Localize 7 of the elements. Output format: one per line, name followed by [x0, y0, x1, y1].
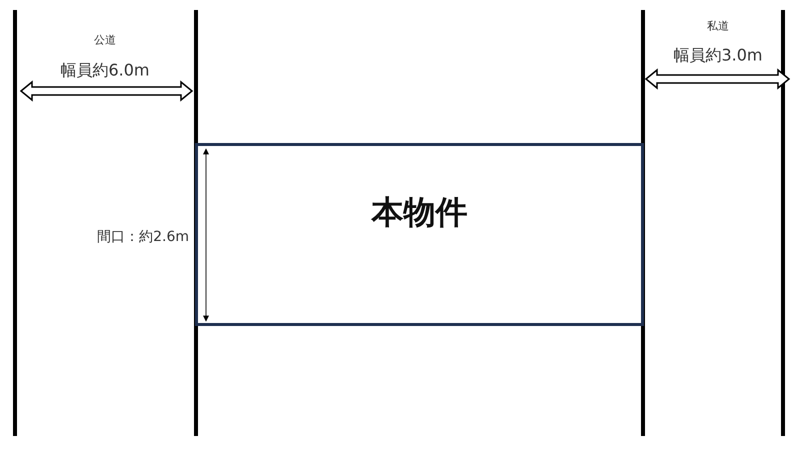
dimension-label: 私道: [707, 18, 729, 34]
lot-label: 本物件: [372, 192, 468, 232]
property-lot: [195, 143, 644, 326]
dimension-label: 間口：約2.6m: [97, 228, 189, 246]
dimension-label: 幅員約6.0m: [60, 60, 150, 82]
dimension-label: 幅員約3.0m: [673, 46, 763, 66]
dimension-label: 公道: [94, 32, 116, 48]
